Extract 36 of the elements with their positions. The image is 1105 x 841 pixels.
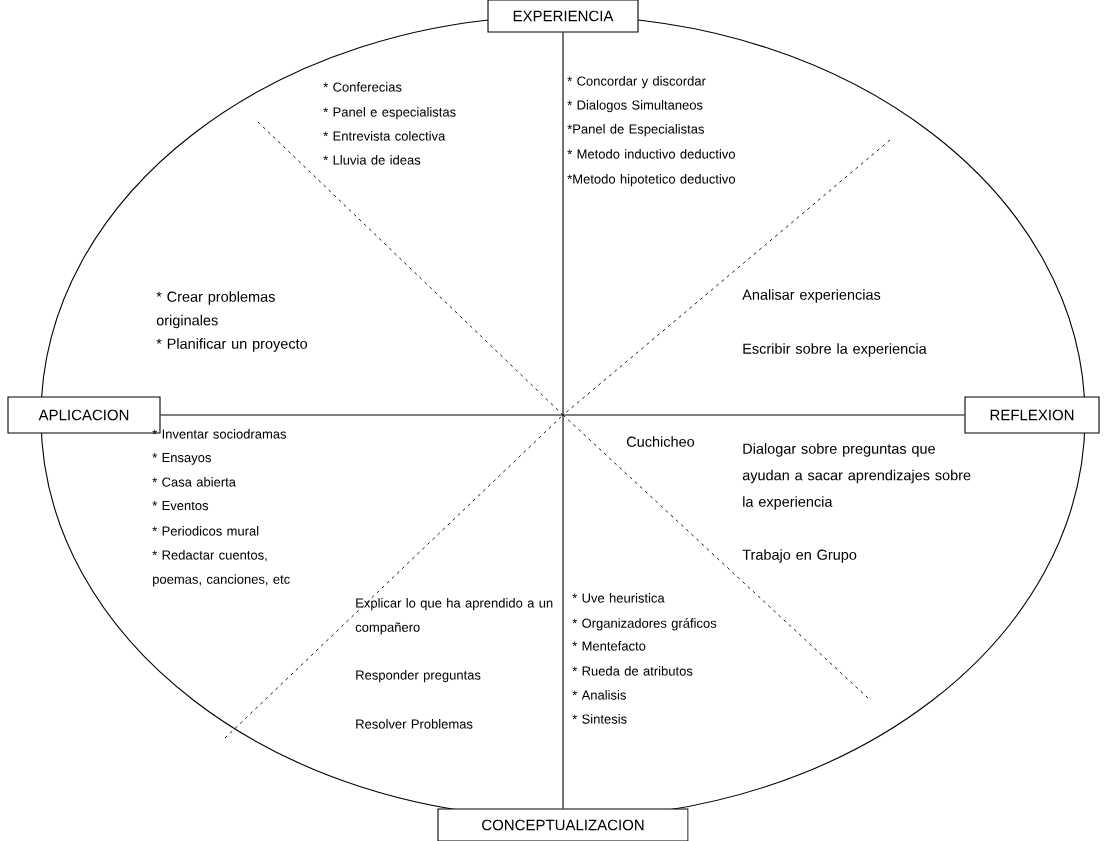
note-text: * Sintesis xyxy=(572,714,627,724)
note-text: * Planificar un proyecto xyxy=(156,338,308,352)
note-text: Escribir sobre la experiencia xyxy=(743,343,927,357)
note-text: * Ensayos xyxy=(152,453,211,465)
note-text: * Metodo inductivo deductivo xyxy=(567,149,735,159)
note-text: Responder preguntas xyxy=(356,670,481,683)
note-text: * Redactar cuentos, poemas, canciones, etc xyxy=(152,550,290,587)
note-text: * Lluvia de ideas xyxy=(323,155,421,165)
axis-line xyxy=(562,32,564,809)
note-text: * Concordar y discordar xyxy=(567,76,706,89)
note-text: Trabajo en Grupo xyxy=(742,549,857,563)
note-text: * Mentefacto xyxy=(572,641,646,651)
note-text: * Conferecias xyxy=(323,82,402,92)
note-text: * Rueda de atributos xyxy=(572,666,693,676)
note-text: Cuchicheo xyxy=(626,436,695,447)
note-text: Resolver Problemas xyxy=(356,719,473,729)
note-text: * Organizadores gráficos xyxy=(572,618,717,631)
note-text: * Eventos xyxy=(152,501,209,511)
axis-line xyxy=(160,414,965,416)
note-text: * Panel e especialistas xyxy=(323,107,456,120)
stage-box: EXPERIENCIA xyxy=(487,0,639,33)
note-text: * Uve heuristica xyxy=(572,593,665,603)
note-text: * Analisis xyxy=(572,690,626,700)
note-text: * Periodicos mural xyxy=(152,526,259,536)
note-text: Analisar experiencias xyxy=(742,289,881,303)
note-text: Explicar lo que ha aprendido a un compañero xyxy=(355,598,553,635)
stage-box: REFLEXION xyxy=(964,396,1100,434)
note-text: * Entrevista colectiva xyxy=(323,131,446,141)
note-text: *Panel de Especialistas xyxy=(567,124,704,137)
note-text: *Metodo hipotetico deductivo xyxy=(567,174,735,187)
note-text: * Dialogos Simultaneos xyxy=(567,100,703,113)
note-text: Dialogar sobre preguntas que ayudan a sacar aprendizajes sobre la experiencia xyxy=(742,443,971,510)
stage-box: CONCEPTUALIZACION xyxy=(437,808,689,841)
note-text: * Casa abierta xyxy=(152,477,236,487)
note-text: * Inventar sociodramas xyxy=(152,429,287,439)
note-text: * Crear problemas originales xyxy=(156,291,275,329)
